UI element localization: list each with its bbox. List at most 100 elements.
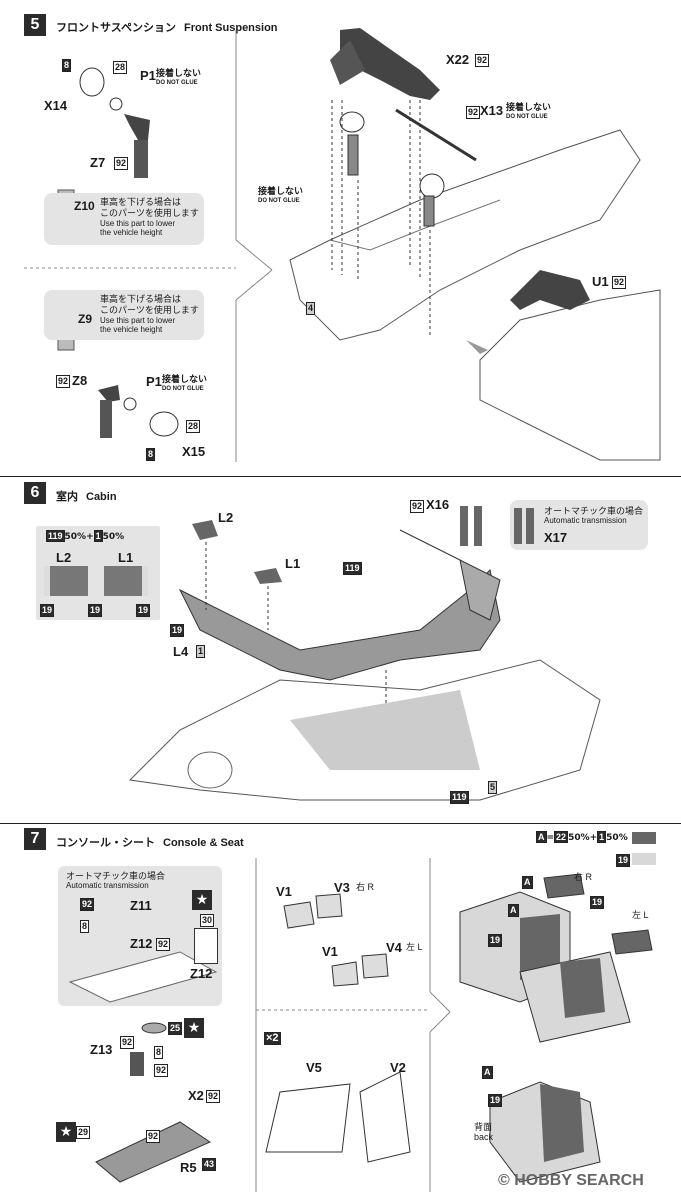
step5-x15-label: X15 xyxy=(182,444,206,459)
step5-x13-label: X13 xyxy=(480,103,504,118)
step7-num-92-z13a: 92 xyxy=(120,1036,135,1049)
step6-title: 室内 Cabin xyxy=(56,488,117,504)
step7-num-92-z12: 92 xyxy=(156,938,171,951)
step7-seat-right: 右 R xyxy=(574,872,593,882)
step6-x17-label: X17 xyxy=(544,530,568,545)
step5-z9-label: Z9 xyxy=(78,312,93,326)
step7-v1a-label: V1 xyxy=(276,884,292,899)
step6-l1-mini: L1 xyxy=(118,550,134,565)
step7-z11-label: Z11 xyxy=(130,898,152,913)
step7-legend-50: 50% xyxy=(606,833,628,843)
step7-num-29: 29 xyxy=(76,1126,91,1139)
step6-l2-label: L2 xyxy=(218,510,234,525)
step7-legend-22: 22 xyxy=(554,831,569,843)
step5-p1b-label: P1 xyxy=(146,374,162,389)
step5-title-jp: フロントサスペンション xyxy=(56,22,177,34)
step6-number: 6 xyxy=(24,482,46,504)
step7-num-30: 30 xyxy=(200,914,215,927)
step7-v4-label: V4 xyxy=(386,940,402,955)
step7-seat-left: 左 L xyxy=(632,910,649,920)
step6-title-jp: 室内 xyxy=(56,491,78,503)
step5-z9-note: 車高を下げる場合は このパーツを使用します Use this part to l… xyxy=(100,294,199,334)
step7-num-19a: 19 xyxy=(590,896,605,909)
step6-mix-text: 50%+ xyxy=(64,532,94,542)
step6-l2-mini: L2 xyxy=(56,550,72,565)
step7-legend-eq: = xyxy=(546,833,555,843)
step5-num-28a: 28 xyxy=(113,61,128,74)
step7-x2-label: X2 xyxy=(188,1088,204,1103)
step6-num-5: 5 xyxy=(488,781,498,794)
step6-mix-b: 1 xyxy=(93,530,103,542)
step6-mix-a: 119 xyxy=(46,530,65,542)
step7-star-icon-3: ★ xyxy=(56,1122,76,1142)
step7-z12-side-label: Z12 xyxy=(190,966,213,981)
step7-z12-label: Z12 xyxy=(130,936,153,951)
step5-num-4: 4 xyxy=(306,302,316,315)
step7-title-en: Console & Seat xyxy=(163,837,244,849)
step6-mix-text2: 50% xyxy=(102,532,125,542)
step7-legend-mix-text: 50%+ xyxy=(568,833,598,843)
step6-section xyxy=(0,476,681,817)
watermark: © HOBBY SEARCH xyxy=(498,1172,644,1190)
step5-x22-label: X22 xyxy=(446,52,470,67)
step7-num-43: 43 xyxy=(202,1158,217,1171)
step7-num-92-z11: 92 xyxy=(80,898,95,911)
step7-num-8b: 8 xyxy=(154,1046,164,1059)
step5-num-8b: 8 xyxy=(146,448,156,461)
step7-legend-19: 19 xyxy=(616,854,631,867)
step6-num-19c: 19 xyxy=(136,604,151,617)
step5-z7-label: Z7 xyxy=(90,155,106,170)
step7-legend-swatch-light xyxy=(632,853,656,865)
step6-num-19d: 19 xyxy=(170,624,185,637)
step5-num-28b: 28 xyxy=(186,420,201,433)
step7-title: コンソール・シート Console & Seat xyxy=(56,834,244,850)
step7-num-a3: A xyxy=(482,1066,493,1079)
step7-v1b-label: V1 xyxy=(322,944,338,959)
step7-number: 7 xyxy=(24,828,46,850)
step7-num-19c: 19 xyxy=(488,1094,503,1107)
step5-z10-callout: Z10 車高を下げる場合は このパーツを使用します Use this part … xyxy=(44,193,204,245)
step6-num-19a: 19 xyxy=(40,604,55,617)
step7-num-a2: A xyxy=(508,904,519,917)
step5-num-8a: 8 xyxy=(62,59,72,72)
step5-z8-label: Z8 xyxy=(72,373,88,388)
step7-num-92-z13b: 92 xyxy=(154,1064,169,1077)
step6-num-92-x16: 92 xyxy=(410,500,425,513)
step7-r5-label: R5 xyxy=(180,1160,197,1175)
step6-num-19b: 19 xyxy=(88,604,103,617)
step5-z10-label: Z10 xyxy=(74,199,95,213)
step5-num-92-x13: 92 xyxy=(466,106,481,119)
step5-num-92-z7: 92 xyxy=(114,157,129,170)
step7-v3-side: 右 R xyxy=(356,882,375,892)
step7-legend-1: 1 xyxy=(597,831,607,843)
step6-l4-label: L4 xyxy=(173,644,189,659)
step7-v3-label: V3 xyxy=(334,880,350,895)
step5-title: フロントサスペンション Front Suspension xyxy=(56,19,278,35)
step6-num-119a: 119 xyxy=(343,562,362,575)
step7-num-92-r5: 92 xyxy=(146,1130,161,1143)
watermark-text: HOBBY SEARCH xyxy=(514,1172,644,1189)
step7-legend-a: A xyxy=(536,831,547,843)
step7-v2-label: V2 xyxy=(390,1060,406,1075)
step6-num-119b: 119 xyxy=(450,791,469,804)
step7-z13-label: Z13 xyxy=(90,1042,113,1057)
step7-v5-label: V5 xyxy=(306,1060,322,1075)
step5-u1-label: U1 xyxy=(592,274,609,289)
step6-title-en: Cabin xyxy=(86,491,117,503)
step7-star-icon-1: ★ xyxy=(192,890,212,910)
step7-drawing xyxy=(58,858,653,1192)
step6-l1-label: L1 xyxy=(285,556,301,571)
step5-title-en: Front Suspension xyxy=(184,22,278,34)
step5-dividers xyxy=(24,28,661,462)
step7-title-jp: コンソール・シート xyxy=(56,837,155,849)
step7-times2-badge: ×2 xyxy=(264,1032,281,1045)
step5-number: 5 xyxy=(24,14,46,36)
step5-x14-label: X14 xyxy=(44,98,68,113)
step7-legend-swatch-dark xyxy=(632,832,656,844)
step7-v4-side: 左 L xyxy=(406,942,423,952)
step6-x16-label: X16 xyxy=(426,497,450,512)
step7-star-icon-2: ★ xyxy=(184,1018,204,1038)
